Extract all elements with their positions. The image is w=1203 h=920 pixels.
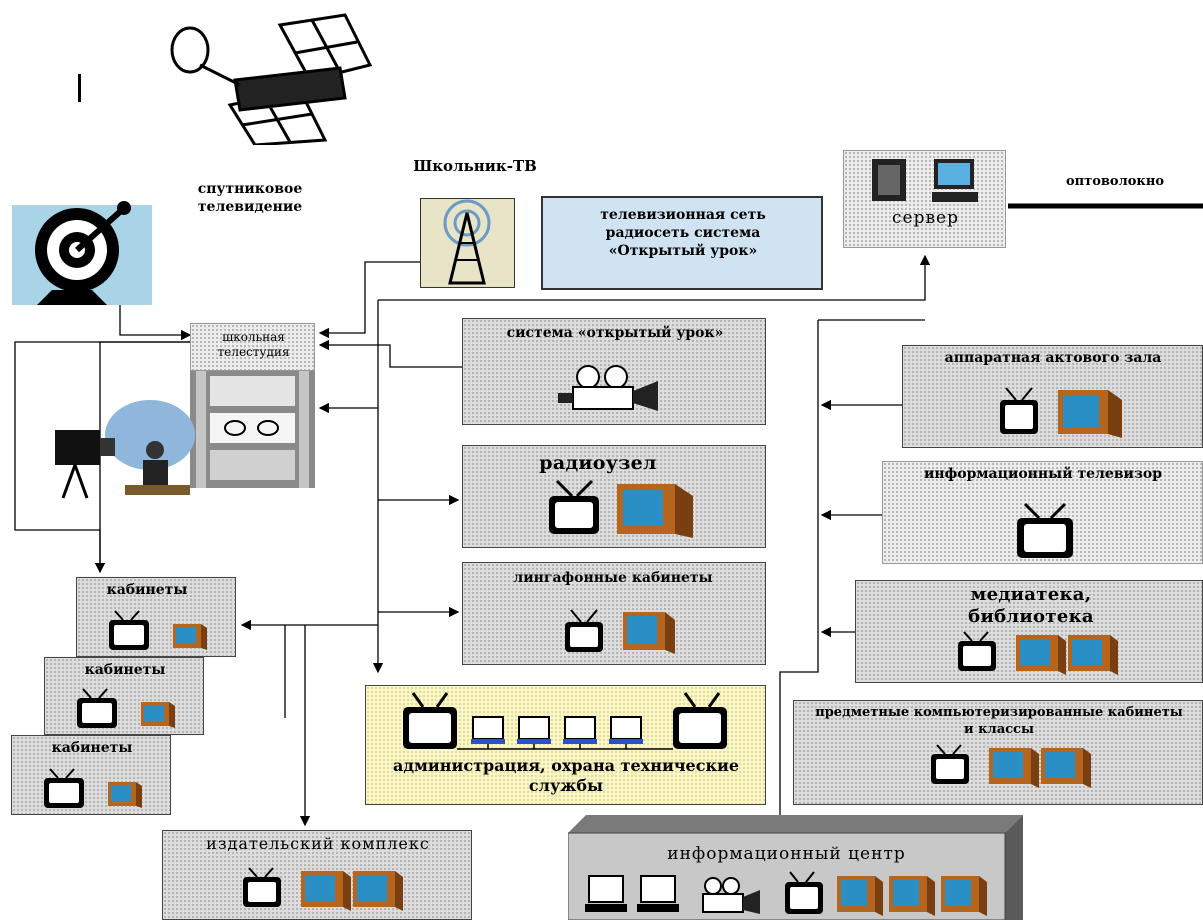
open-lesson-label: система «открытый урок» (506, 325, 724, 341)
tv-and-monitor-small-icon (109, 610, 207, 650)
administration-label: администрация, охрана технические службы (392, 756, 740, 795)
publishing-box: издательский комплекс (162, 830, 472, 920)
radio-node-label: радиоузел (539, 452, 657, 474)
cabinets-box-3: кабинеты (11, 735, 171, 815)
cabinets-box-2: кабинеты (44, 657, 204, 735)
assembly-hall-label: аппаратная актового зала (944, 350, 1162, 366)
margin-mark (78, 74, 81, 102)
film-strip-icon (190, 371, 315, 488)
cabinets-label-2: кабинеты (84, 662, 166, 678)
shkolnik-tv-label: Школьник-ТВ (413, 157, 537, 175)
tv-and-monitor-small-icon (77, 688, 175, 728)
tv-icon (1017, 502, 1073, 558)
open-lesson-box: система «открытый урок» (462, 318, 766, 425)
subject-classes-label: предметные компьютеризированные кабинеты… (815, 705, 1183, 737)
network-devices-icon (403, 692, 727, 750)
satellite-tv-label: спутниковое телевидение (197, 181, 303, 215)
radio-node-box: радиоузел (462, 445, 766, 548)
tv-camera-presenter-icon (55, 400, 195, 499)
video-camera-icon (558, 365, 658, 411)
info-tv-box: информационный телевизор (882, 461, 1203, 564)
assembly-hall-box: аппаратная актового зала (902, 345, 1203, 448)
tv-and-monitor-small-icon (565, 609, 675, 654)
publishing-label: издательский комплекс (206, 834, 430, 853)
studio-label: школьная телестудия (217, 330, 290, 359)
tv-and-two-monitors-icon (931, 744, 1091, 788)
tv-and-monitor-icon (1000, 387, 1122, 438)
language-labs-box: лингафонные кабинеты (462, 562, 766, 665)
cabinets-label-1: кабинеты (106, 582, 188, 598)
tv-network-box: телевизионная сеть радиосеть система «От… (541, 196, 823, 290)
info-center-label: информационный центр (667, 844, 906, 864)
cabinets-label-3: кабинеты (51, 740, 133, 756)
info-tv-label: информационный телевизор (924, 466, 1162, 482)
tv-and-monitor-small-icon (44, 768, 142, 808)
subject-classes-box: предметные компьютеризированные кабинеты… (793, 700, 1203, 805)
media-library-box: медиатека, библиотека (855, 580, 1203, 683)
administration-box: администрация, охрана технические службы (365, 685, 766, 805)
fiber-label: оптоволокно (1065, 174, 1165, 189)
info-center-devices-icon (585, 871, 987, 916)
tv-tower-icon (420, 198, 515, 288)
tv-network-label: телевизионная сеть радиосеть система «От… (600, 207, 766, 259)
server-box: сервер (843, 150, 1006, 248)
tv-and-two-monitors-icon (243, 867, 403, 911)
tv-and-two-monitors-icon (958, 631, 1118, 675)
studio-box: школьная телестудия (190, 323, 315, 371)
media-library-label: медиатека, библиотека (968, 584, 1094, 627)
server-label: сервер (892, 208, 959, 228)
server-computer-icon (872, 159, 978, 202)
satellite-icon (170, 13, 373, 145)
tv-and-monitor-icon (549, 479, 693, 538)
cabinets-box-1: кабинеты (76, 577, 236, 657)
satellite-dish-icon (12, 201, 152, 305)
language-labs-label: лингафонные кабинеты (513, 570, 713, 586)
